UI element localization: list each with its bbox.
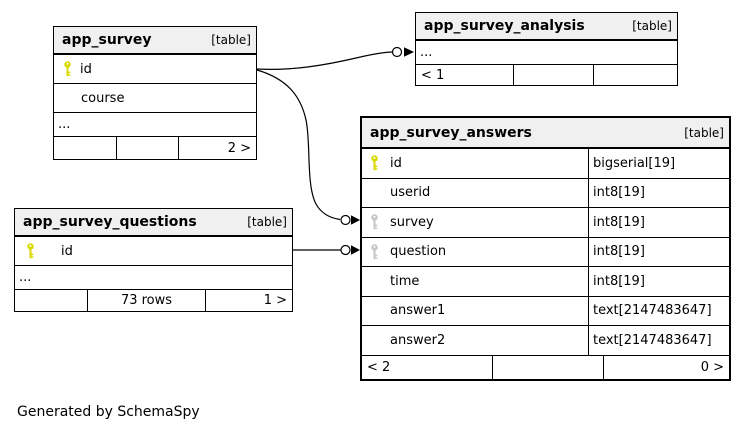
column-row-id: id [54, 54, 256, 83]
arrowhead-icon [351, 245, 360, 255]
table-name: app_survey [62, 32, 152, 48]
table-name: app_survey_questions [23, 214, 197, 230]
column-name: question [390, 244, 447, 260]
table-app-survey: app_survey [table] id course ... 2 > [53, 26, 257, 160]
foreign-key-icon [370, 243, 379, 260]
table-app-survey-analysis: app_survey_analysis [table] ... < 1 [415, 12, 678, 86]
zero-or-one-circle-icon [391, 46, 403, 58]
column-row-answer2: answer2 text[2147483647] [362, 325, 729, 355]
column-row-userid: userid int8[19] [362, 177, 729, 207]
column-name: answer2 [390, 332, 446, 348]
column-name: course [81, 90, 125, 106]
footer-parents-count: < 1 [421, 67, 445, 83]
table-footer: 2 > [54, 136, 256, 159]
footer-cell [513, 65, 593, 85]
column-row-ellipsis: ... [416, 40, 677, 64]
table-footer: 73 rows 1 > [15, 289, 292, 311]
more-columns-ellipsis: ... [19, 270, 32, 285]
column-type: int8[19] [588, 178, 729, 207]
column-name: time [390, 273, 420, 289]
column-row-id: id [15, 236, 292, 265]
table-header-app-survey-analysis[interactable]: app_survey_analysis [table] [416, 13, 677, 40]
column-row-id: id bigserial[19] [362, 148, 729, 178]
zero-or-one-circle-icon [340, 244, 351, 256]
table-type-badge: [table] [632, 19, 672, 33]
generator-credit: Generated by SchemaSpy [17, 404, 200, 420]
table-type-badge: [table] [247, 215, 287, 229]
footer-children-count: 1 > [205, 290, 292, 311]
column-name: id [80, 61, 92, 77]
table-name: app_survey_answers [370, 124, 532, 141]
column-row-answer1: answer1 text[2147483647] [362, 295, 729, 325]
footer-parents-count: < 2 [367, 359, 391, 375]
more-columns-ellipsis: ... [58, 117, 71, 132]
table-app-survey-questions: app_survey_questions [table] id ... 73 r… [14, 208, 293, 312]
column-name: id [61, 243, 73, 259]
footer-cell [116, 137, 178, 159]
column-row-question: question int8[19] [362, 236, 729, 266]
primary-key-icon [370, 155, 379, 172]
footer-children-count: 0 > [603, 355, 729, 379]
column-name: answer1 [390, 303, 446, 319]
arrowhead-icon [351, 215, 360, 225]
column-type: int8[19] [588, 208, 729, 237]
zero-or-one-circle-icon [340, 214, 351, 226]
column-name: id [390, 155, 402, 171]
more-columns-ellipsis: ... [420, 45, 433, 60]
fk-connector-questions-to-answers [293, 244, 360, 256]
column-row-ellipsis: ... [54, 112, 256, 136]
table-name: app_survey_analysis [424, 18, 585, 34]
primary-key-icon [63, 61, 72, 78]
primary-key-icon [26, 243, 35, 260]
table-header-app-survey-questions[interactable]: app_survey_questions [table] [15, 209, 292, 236]
table-type-badge: [table] [684, 125, 724, 140]
column-type: int8[19] [588, 237, 729, 266]
column-name: userid [390, 185, 431, 201]
column-name: survey [390, 214, 434, 230]
column-row-course: course [54, 83, 256, 112]
table-header-app-survey-answers[interactable]: app_survey_answers [table] [362, 118, 729, 148]
column-row-survey: survey int8[19] [362, 207, 729, 237]
column-type: text[2147483647] [588, 326, 729, 355]
column-type: text[2147483647] [588, 296, 729, 325]
table-type-badge: [table] [211, 33, 251, 47]
table-app-survey-answers: app_survey_answers [table] id bigserial[… [360, 116, 731, 381]
footer-row-count: 73 rows [87, 290, 205, 311]
footer-cell [15, 290, 87, 311]
column-row-ellipsis: ... [15, 265, 292, 289]
footer-cell [492, 355, 603, 379]
footer-cell [54, 137, 116, 159]
table-footer: < 1 [416, 64, 677, 85]
fk-connector-survey-to-answers [256, 69, 360, 226]
column-type: bigserial[19] [588, 149, 729, 178]
table-header-app-survey[interactable]: app_survey [table] [54, 27, 256, 54]
column-type: int8[19] [588, 267, 729, 296]
footer-cell [593, 65, 677, 85]
fk-connector-survey-to-analysis [256, 46, 414, 70]
arrowhead-icon [404, 47, 414, 57]
footer-children-count: 2 > [178, 137, 256, 159]
table-footer: < 2 0 > [362, 354, 729, 379]
column-row-time: time int8[19] [362, 266, 729, 296]
foreign-key-icon [370, 214, 379, 231]
